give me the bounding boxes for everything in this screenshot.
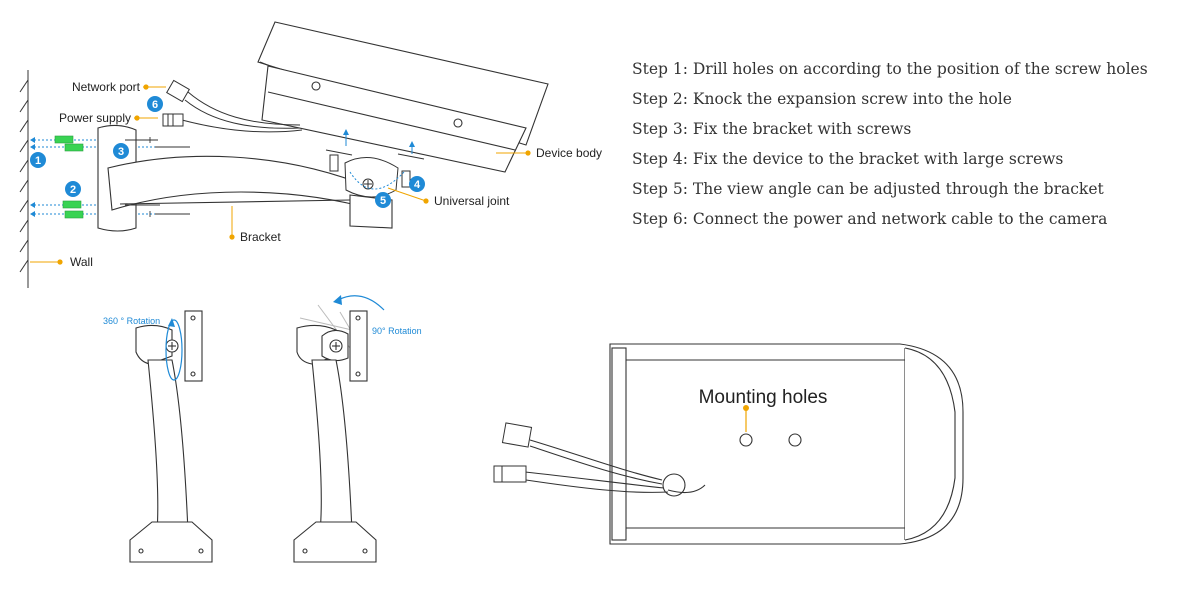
label-power-supply: Power supply [59, 111, 131, 125]
power-supply-connector [162, 113, 184, 127]
svg-text:4: 4 [414, 179, 421, 191]
label-universal-joint: Universal joint [434, 194, 510, 208]
network-port-connector [166, 79, 190, 103]
rotation-360-indicator [165, 319, 183, 381]
wall-screws [125, 137, 190, 217]
step-badge-3: 3 [113, 143, 129, 159]
step-badge-4: 4 [409, 176, 425, 192]
svg-text:5: 5 [380, 195, 386, 207]
svg-text:2: 2 [70, 184, 76, 196]
step-5-text: Step 5: The view angle can be adjusted t… [632, 180, 1104, 198]
step-6-text: Step 6: Connect the power and network ca… [632, 210, 1108, 228]
step-badge-1: 1 [30, 152, 46, 168]
step-badge-2: 2 [65, 181, 81, 197]
camera-body [257, 21, 549, 173]
step-badge-6: 6 [147, 96, 163, 112]
label-360-rotation: 360 ° Rotation [103, 316, 160, 326]
step-1-text: Step 1: Drill holes on according to the … [632, 60, 1148, 78]
bottom-network-port-connector [501, 422, 533, 448]
step-4-text: Step 4: Fix the device to the bracket wi… [632, 150, 1064, 168]
mounting-holes-dot [743, 405, 749, 411]
svg-text:3: 3 [118, 146, 124, 158]
callout-leaders [30, 86, 528, 263]
rotation-90-arrow [337, 295, 385, 311]
svg-text:6: 6 [152, 99, 158, 111]
label-device-body: Device body [536, 146, 602, 160]
label-network-port: Network port [72, 80, 141, 94]
cables [181, 91, 303, 133]
callout-dots [57, 84, 531, 265]
step-3-text: Step 3: Fix the bracket with screws [632, 120, 912, 138]
rotation-360-arrowhead [168, 318, 175, 327]
step-badge-5: 5 [375, 192, 391, 208]
rotation-90-arrowhead [333, 295, 342, 305]
label-wall: Wall [70, 255, 93, 269]
installation-steps: Step 1: Drill holes on according to the … [632, 54, 1148, 234]
camera-bottom-view [609, 343, 964, 545]
bottom-power-connector [493, 465, 527, 483]
svg-text:1: 1 [35, 155, 41, 167]
bracket-360-view [129, 310, 213, 563]
bottom-cables [524, 439, 706, 497]
label-90-rotation: 90° Rotation [372, 326, 422, 336]
bracket-90-view [293, 310, 377, 563]
step-2-text: Step 2: Knock the expansion screw into t… [632, 90, 1012, 108]
label-bracket: Bracket [240, 230, 281, 244]
label-mounting-holes: Mounting holes [699, 387, 828, 408]
wall [19, 70, 29, 288]
